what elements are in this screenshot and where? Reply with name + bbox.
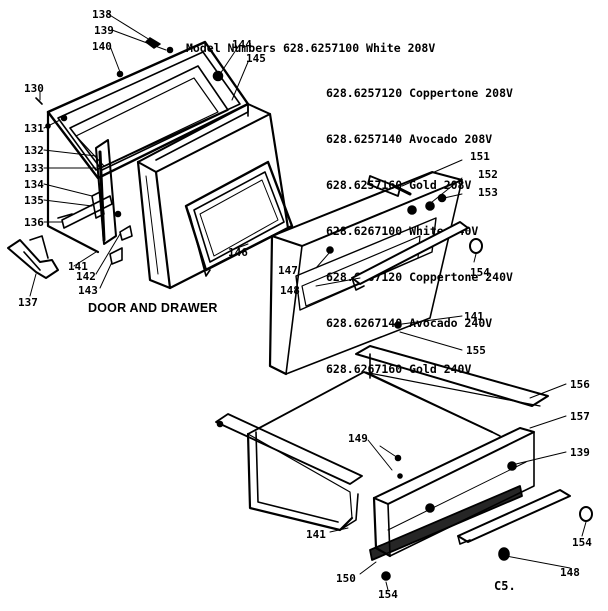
page-code: C5. [494, 579, 516, 593]
hinge-arm [7, 235, 59, 279]
callout-142: 142 [76, 270, 96, 283]
callout-labels: 138 139 140 144 145 130 131 132 133 134 … [18, 8, 592, 601]
drawer-handle-lower [381, 489, 593, 581]
model-row-6: 628.6267140 Avocado 240V [186, 316, 513, 331]
callout-144: 144 [232, 38, 252, 51]
section-title: DOOR AND DRAWER [88, 301, 218, 315]
callout-155: 155 [466, 344, 486, 357]
callout-136: 136 [24, 216, 44, 229]
callout-154-upper: 154 [470, 266, 490, 279]
callout-135: 135 [24, 194, 44, 207]
drawer-side-rail [215, 413, 363, 485]
model-entry: 628.6257120 Coppertone 208V [326, 86, 513, 101]
model-entry: 628.6257140 Avocado 208V [326, 132, 493, 147]
callout-141-drawer-panel: 141 [464, 310, 484, 323]
model-entry: 628.6267140 Avocado 240V [326, 315, 493, 330]
callout-148-lower: 148 [560, 566, 580, 579]
callout-157: 157 [570, 410, 590, 423]
callout-146: 146 [228, 246, 248, 259]
callout-156: 156 [570, 378, 590, 391]
callout-149: 149 [348, 432, 368, 445]
callout-147: 147 [278, 264, 298, 277]
callout-138: 138 [92, 8, 112, 21]
model-entry: 628.6257100 White 208V [282, 40, 436, 55]
model-row-2: 628.6257140 Avocado 208V [186, 132, 513, 147]
callout-134: 134 [24, 178, 44, 191]
drawer-bottom-strip [369, 485, 523, 561]
callout-139: 139 [94, 24, 114, 37]
upper-hardware [367, 175, 483, 329]
drawer-handle-upper [326, 221, 469, 291]
model-numbers-block: Model Numbers 628.6257100 White 208V 628… [186, 10, 513, 392]
callout-130: 130 [24, 82, 44, 95]
model-entry: 628.6257160 Gold 208V [326, 178, 472, 193]
callout-152: 152 [478, 168, 498, 181]
callout-151: 151 [470, 150, 490, 163]
callout-143: 143 [78, 284, 98, 297]
callout-137: 137 [18, 296, 38, 309]
callout-154-bottom: 154 [378, 588, 398, 601]
door-glass-window [184, 160, 294, 277]
callout-141: 141 [68, 260, 88, 273]
callout-145: 145 [246, 52, 266, 65]
callout-132: 132 [24, 144, 44, 157]
callout-150: 150 [336, 572, 356, 585]
model-row-3: 628.6257160 Gold 208V [186, 178, 513, 193]
callout-153: 153 [478, 186, 498, 199]
callout-154-lower: 154 [572, 536, 592, 549]
leader-lines [29, 13, 587, 591]
drawer-box [246, 345, 549, 532]
callout-141-drawer: 141 [306, 528, 326, 541]
door-hinge-assembly [35, 97, 133, 265]
callout-133: 133 [24, 162, 44, 175]
callout-140: 140 [92, 40, 112, 53]
model-row-1: 628.6257120 Coppertone 208V [186, 86, 513, 101]
callout-131: 131 [24, 122, 44, 135]
callout-148-upper: 148 [280, 284, 300, 297]
callout-139-drawer: 139 [570, 446, 590, 459]
